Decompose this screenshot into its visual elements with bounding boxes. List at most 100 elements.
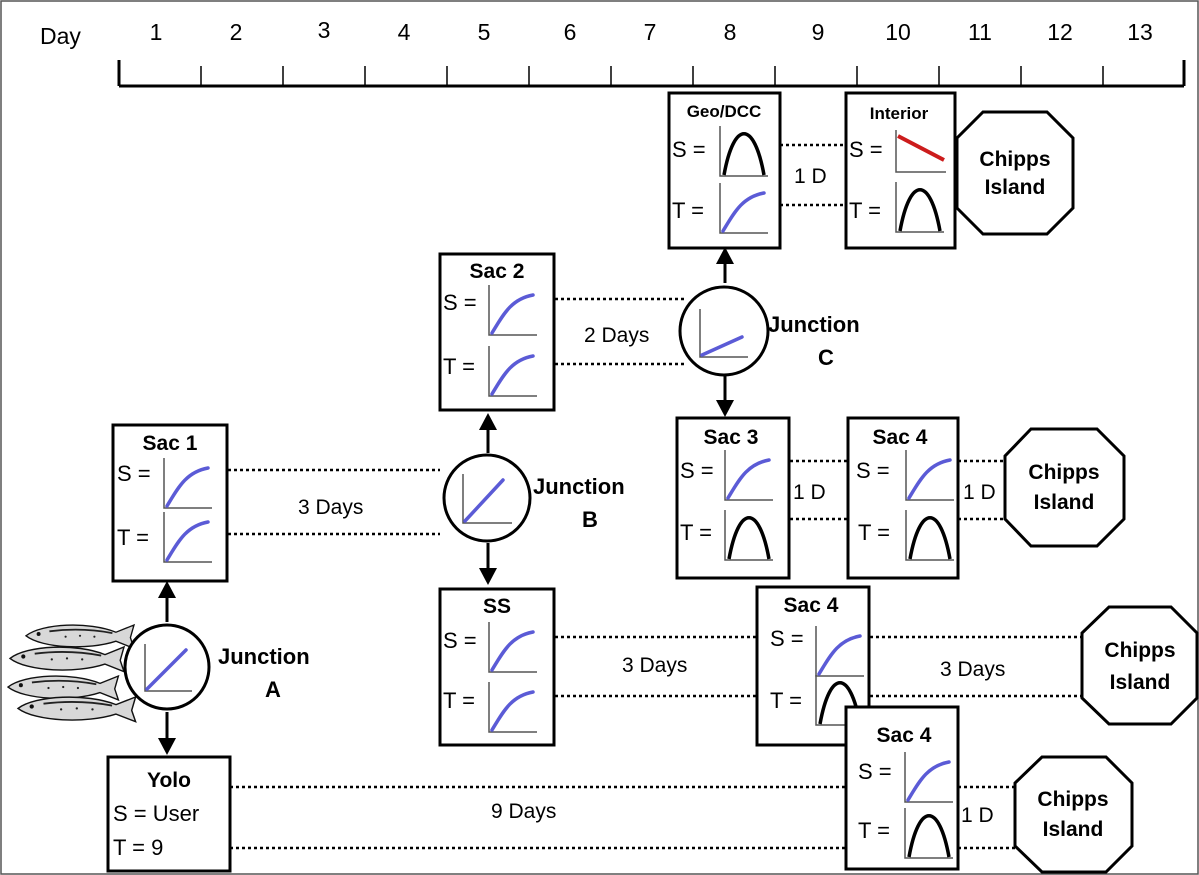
travel-time-label: T = xyxy=(672,198,704,223)
node-yolo-title: Yolo xyxy=(147,769,191,792)
travel-time-label: T = xyxy=(770,688,802,713)
travel-time-label: T = xyxy=(849,198,881,223)
junction-c-circle xyxy=(678,285,770,377)
destination-middle-name: Chipps xyxy=(1104,639,1175,662)
destination-upper: Chipps Island xyxy=(1003,427,1126,548)
travel-time-label: T = xyxy=(443,354,475,379)
destination-upper-octagon xyxy=(1003,427,1126,548)
junction-a-letter: A xyxy=(265,677,281,702)
node-yolo-box xyxy=(106,755,232,873)
junction-c-label: Junction xyxy=(768,312,860,337)
survival-value: S = User xyxy=(113,801,199,826)
node-sac-3: Sac 3 S = T = xyxy=(675,416,791,580)
travel-time-label: T = xyxy=(858,818,890,843)
node-geo-dcc: Geo/DCC S = T = xyxy=(667,91,782,250)
survival-label: S = xyxy=(770,626,804,651)
junction-c: Junction C xyxy=(678,285,860,377)
fish-school-illustration xyxy=(7,624,137,723)
node-ss: SS S = T = xyxy=(438,587,556,747)
node-sac-4-lower-title: Sac 4 xyxy=(877,724,932,747)
junction-b-label: Junction xyxy=(533,474,625,499)
junction-b-letter: B xyxy=(582,507,598,532)
day-tick-label: 12 xyxy=(1047,19,1073,45)
duration-label: 1 D xyxy=(794,165,827,188)
duration-labels: 3 Days 2 Days 3 Days 1 D 1 D 1 D 3 Days … xyxy=(298,165,1005,827)
timeline-label: Day xyxy=(40,23,81,49)
node-sac-2-title: Sac 2 xyxy=(470,260,525,283)
day-tick-label: 11 xyxy=(968,19,992,45)
junction-c-letter: C xyxy=(818,345,834,370)
destination-middle-name-2: Island xyxy=(1110,671,1171,694)
survival-label: S = xyxy=(680,458,714,483)
travel-time-label: T = xyxy=(117,525,149,550)
junction-b: Junction B xyxy=(442,453,625,543)
node-geo-dcc-title: Geo/DCC xyxy=(687,102,762,121)
destination-upper-name: Chipps xyxy=(1028,461,1099,484)
node-sac-1: Sac 1 S = T = xyxy=(111,423,229,583)
node-yolo: Yolo S = User T = 9 xyxy=(106,755,232,873)
survival-label: S = xyxy=(672,137,706,162)
day-tick-label: 3 xyxy=(318,17,331,43)
destination-middle-octagon xyxy=(1080,605,1199,726)
survival-label: S = xyxy=(443,628,477,653)
node-interior: Interior S = T = xyxy=(844,91,957,250)
survival-label: S = xyxy=(858,759,892,784)
destination-middle: Chipps Island xyxy=(1080,605,1199,726)
junction-a: Junction A xyxy=(123,623,310,711)
travel-time-label: T = xyxy=(443,688,475,713)
day-tick-label: 9 xyxy=(812,19,825,45)
duration-label: 1 D xyxy=(793,481,826,504)
day-tick-label: 4 xyxy=(398,19,411,45)
duration-label: 3 Days xyxy=(622,654,687,677)
node-sac-4-lower-box xyxy=(844,705,960,871)
duration-label: 9 Days xyxy=(491,800,556,823)
day-tick-label: 2 xyxy=(230,19,243,45)
node-sac-4-upper: Sac 4 S = T = xyxy=(846,416,960,580)
survival-label: S = xyxy=(117,461,151,486)
survival-label: S = xyxy=(443,290,477,315)
timeline-ticks xyxy=(200,66,1104,86)
node-sac-1-title: Sac 1 xyxy=(143,432,198,455)
day-tick-label: 7 xyxy=(644,19,657,45)
dotted-connectors xyxy=(228,143,1082,850)
day-tick-label: 13 xyxy=(1127,19,1153,45)
destination-top-name: Chipps xyxy=(979,148,1050,171)
destination-lower-name-2: Island xyxy=(1043,818,1104,841)
day-tick-label: 6 xyxy=(564,19,577,45)
timeline: Day 1 2 3 4 5 6 7 8 9 10 11 12 13 xyxy=(40,17,1186,88)
flow-arrows xyxy=(158,247,734,755)
node-sac-2: Sac 2 S = T = xyxy=(438,252,556,412)
destination-lower-name: Chipps xyxy=(1037,788,1108,811)
destination-top-name-2: Island xyxy=(985,176,1046,199)
survival-label: S = xyxy=(856,458,890,483)
node-interior-title: Interior xyxy=(870,104,929,123)
duration-label: 2 Days xyxy=(584,324,649,347)
duration-label: 1 D xyxy=(963,481,996,504)
travel-time-label: T = xyxy=(858,520,890,545)
travel-time-value: T = 9 xyxy=(113,835,163,860)
node-sac-4-lower: Sac 4 S = T = xyxy=(844,705,960,871)
day-tick-label: 1 xyxy=(150,19,163,45)
timeline-end-ticks xyxy=(117,60,1186,86)
day-tick-label: 8 xyxy=(724,19,737,45)
survival-label: S = xyxy=(849,137,883,162)
junction-a-label: Junction xyxy=(218,644,310,669)
node-sac-3-title: Sac 3 xyxy=(704,426,759,449)
travel-time-label: T = xyxy=(680,520,712,545)
destination-upper-name-2: Island xyxy=(1034,491,1095,514)
duration-label: 3 Days xyxy=(298,496,363,519)
node-sac-4-upper-box xyxy=(846,416,960,580)
node-sac-4-upper-title: Sac 4 xyxy=(873,426,928,449)
destination-lower-octagon xyxy=(1013,755,1134,874)
duration-label: 3 Days xyxy=(940,658,1005,681)
node-sac-4-middle-title: Sac 4 xyxy=(784,594,839,617)
destination-top-octagon xyxy=(955,110,1075,236)
node-sac-3-box xyxy=(675,416,791,580)
destination-lower: Chipps Island xyxy=(1013,755,1134,874)
duration-label: 1 D xyxy=(961,804,994,827)
day-tick-label: 5 xyxy=(478,19,491,45)
destination-top: Chipps Island xyxy=(955,110,1075,236)
day-tick-label: 10 xyxy=(885,19,911,45)
